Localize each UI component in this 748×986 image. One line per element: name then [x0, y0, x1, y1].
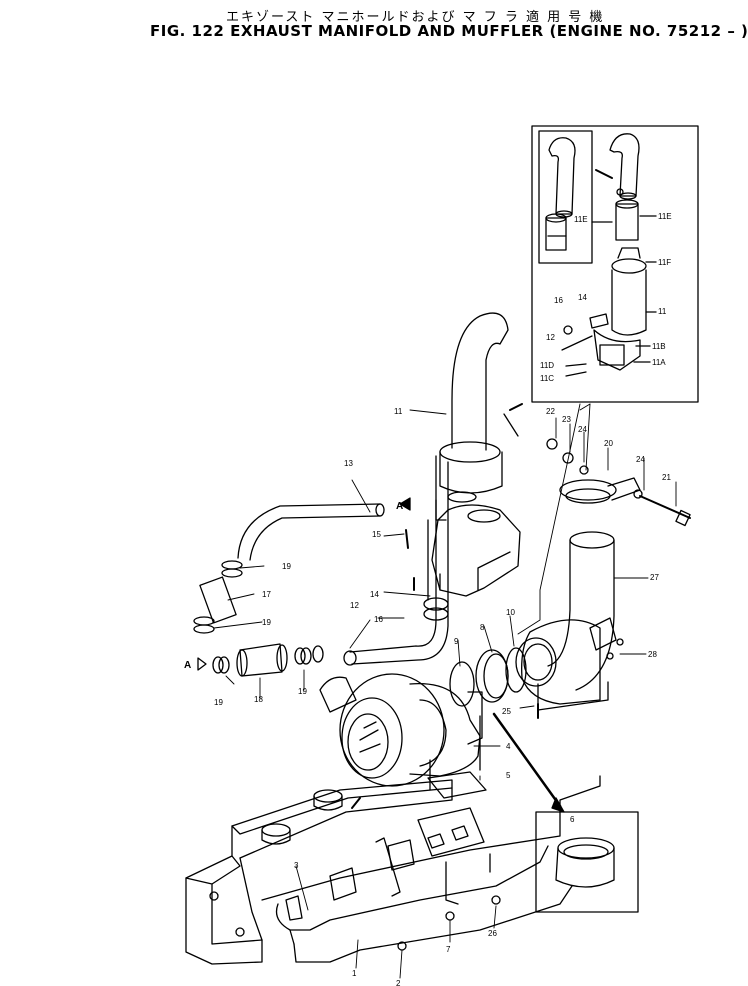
label-part-19-a: 19: [282, 562, 291, 571]
label-part-9: 9: [454, 637, 459, 646]
label-part-22: 22: [546, 407, 555, 416]
label-part-16: 16: [374, 615, 383, 624]
muffler-assembly: [343, 312, 523, 666]
title-japanese: エキゾースト マニホールドおよび マ フ ラ 適 用 号 機: [226, 10, 605, 25]
label-part-19-b: 19: [262, 618, 271, 627]
inset-label-14: 14: [578, 293, 587, 302]
label-part-26: 26: [488, 929, 497, 938]
detail-callout-box: [492, 712, 639, 913]
label-part-7: 7: [446, 945, 451, 954]
inset-detail-box: [531, 125, 699, 403]
label-part-25: 25: [502, 707, 511, 716]
label-part-3: 3: [294, 861, 299, 870]
label-part-24-b: 24: [636, 455, 645, 464]
label-part-11: 11: [394, 407, 403, 416]
inset-label-11B: 11B: [652, 342, 666, 351]
inset-label-11: 11: [658, 307, 667, 316]
label-part-12: 12: [350, 601, 359, 610]
label-part-20: 20: [604, 439, 613, 448]
label-arrow-a-upper: A: [396, 501, 403, 512]
engine-block-and-manifold: [185, 529, 601, 965]
label-part-15: 15: [372, 530, 381, 539]
label-part-10: 10: [506, 608, 515, 617]
label-part-1: 1: [352, 969, 357, 978]
label-arrow-a-lower: A: [184, 660, 191, 671]
label-part-23: 23: [562, 415, 571, 424]
inset-label-11C: 11C: [540, 374, 554, 383]
leader-lines: [213, 403, 677, 979]
label-part-18: 18: [254, 695, 263, 704]
label-part-4: 4: [506, 742, 511, 751]
turbocharger: [319, 673, 487, 799]
inset-label-11F: 11F: [658, 258, 671, 267]
label-part-24-a: 24: [578, 425, 587, 434]
part-number-labels: 11 13 A 15 19 17 14 19 12 16 A 19 18 19 …: [184, 212, 672, 986]
label-part-14: 14: [370, 590, 379, 599]
inset-label-11E-left: 11E: [574, 215, 588, 224]
label-part-19-c: 19: [214, 698, 223, 707]
exploded-parts-diagram: 11 13 A 15 19 17 14 19 12 16 A 19 18 19 …: [184, 125, 699, 986]
figure-title: FIG. 122 EXHAUST MANIFOLD AND MUFFLER (E…: [150, 22, 748, 40]
label-part-27: 27: [650, 573, 659, 582]
label-part-17: 17: [262, 590, 271, 599]
hose-assembly: [193, 503, 385, 677]
label-part-28: 28: [648, 650, 657, 659]
inset-label-11E-right: 11E: [658, 212, 672, 221]
label-part-13: 13: [344, 459, 353, 468]
inset-label-12: 12: [546, 333, 555, 342]
label-part-8: 8: [480, 623, 485, 632]
label-part-6: 6: [570, 815, 575, 824]
label-part-19-d: 19: [298, 687, 307, 696]
label-part-2: 2: [396, 979, 401, 986]
seal-rings: [449, 647, 527, 707]
inset-label-16: 16: [554, 296, 563, 305]
elbow-and-clamp: [515, 438, 691, 711]
inset-label-11A: 11A: [652, 358, 666, 367]
label-part-21: 21: [662, 473, 671, 482]
label-part-5: 5: [506, 771, 511, 780]
inset-label-11D: 11D: [540, 361, 554, 370]
direction-arrow-a: [197, 497, 411, 671]
